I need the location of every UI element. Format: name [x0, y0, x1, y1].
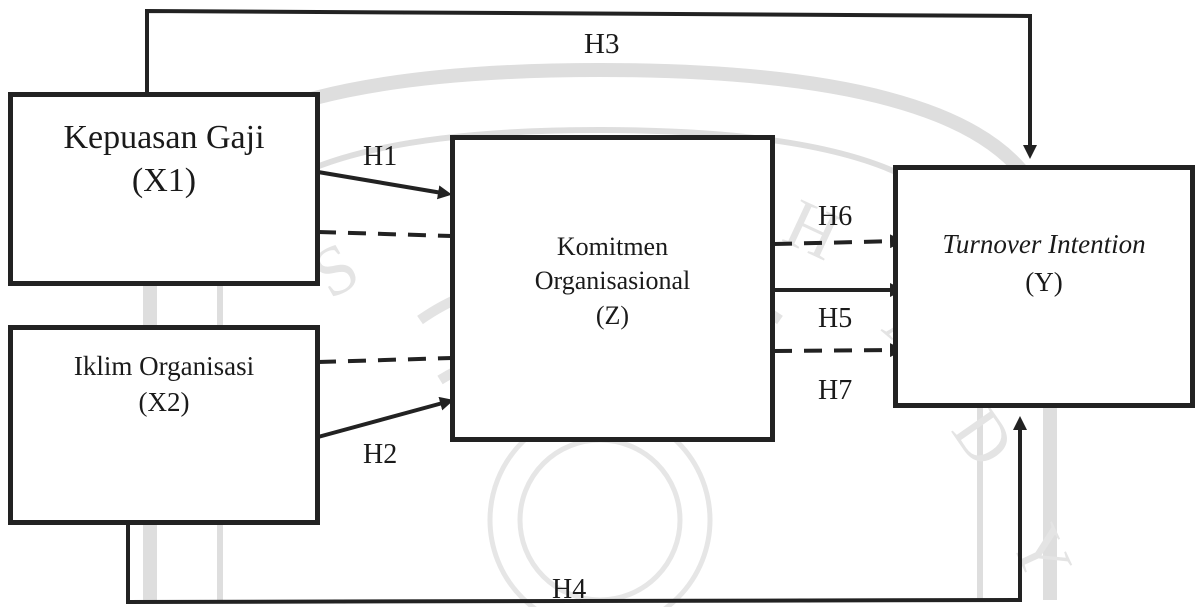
node-y-code: (Y)	[1025, 266, 1063, 297]
node-z-komitmen-organisasional: Komitmen Organisasional (Z)	[450, 135, 775, 442]
node-y-name: Turnover Intention	[942, 229, 1146, 259]
edge-h6	[773, 234, 904, 249]
label-h5: H5	[818, 303, 853, 334]
label-h1: H1	[363, 141, 398, 172]
label-h4: H4	[552, 574, 587, 605]
edge-h2	[317, 396, 454, 439]
node-x1-kepuasan-gaji: Kepuasan Gaji (X1)	[8, 92, 320, 286]
edge-x2-z-dashed	[317, 356, 453, 364]
node-x2-code: (X2)	[138, 387, 190, 418]
node-x1-name: Kepuasan Gaji	[63, 119, 265, 156]
edge-x1-z-dashed	[317, 230, 453, 238]
node-x2-name: Iklim Organisasi	[73, 351, 255, 381]
node-z-name-line1: Komitmen	[556, 232, 669, 261]
label-h2: H2	[363, 439, 398, 470]
node-x2-iklim-organisasi: Iklim Organisasi (X2)	[8, 325, 320, 525]
node-z-name-line2: Organisasional	[534, 266, 691, 296]
label-h6: H6	[818, 201, 853, 232]
edge-h7	[773, 343, 904, 358]
edge-h3	[145, 8, 1037, 159]
node-y-turnover-intention: Turnover Intention (Y)	[893, 165, 1195, 408]
node-z-code: (Z)	[595, 300, 630, 330]
label-h3: H3	[584, 28, 620, 60]
label-h7: H7	[818, 375, 853, 406]
edge-h4	[126, 416, 1027, 605]
node-x1-code: (X1)	[131, 161, 197, 199]
edge-h1	[317, 170, 452, 200]
